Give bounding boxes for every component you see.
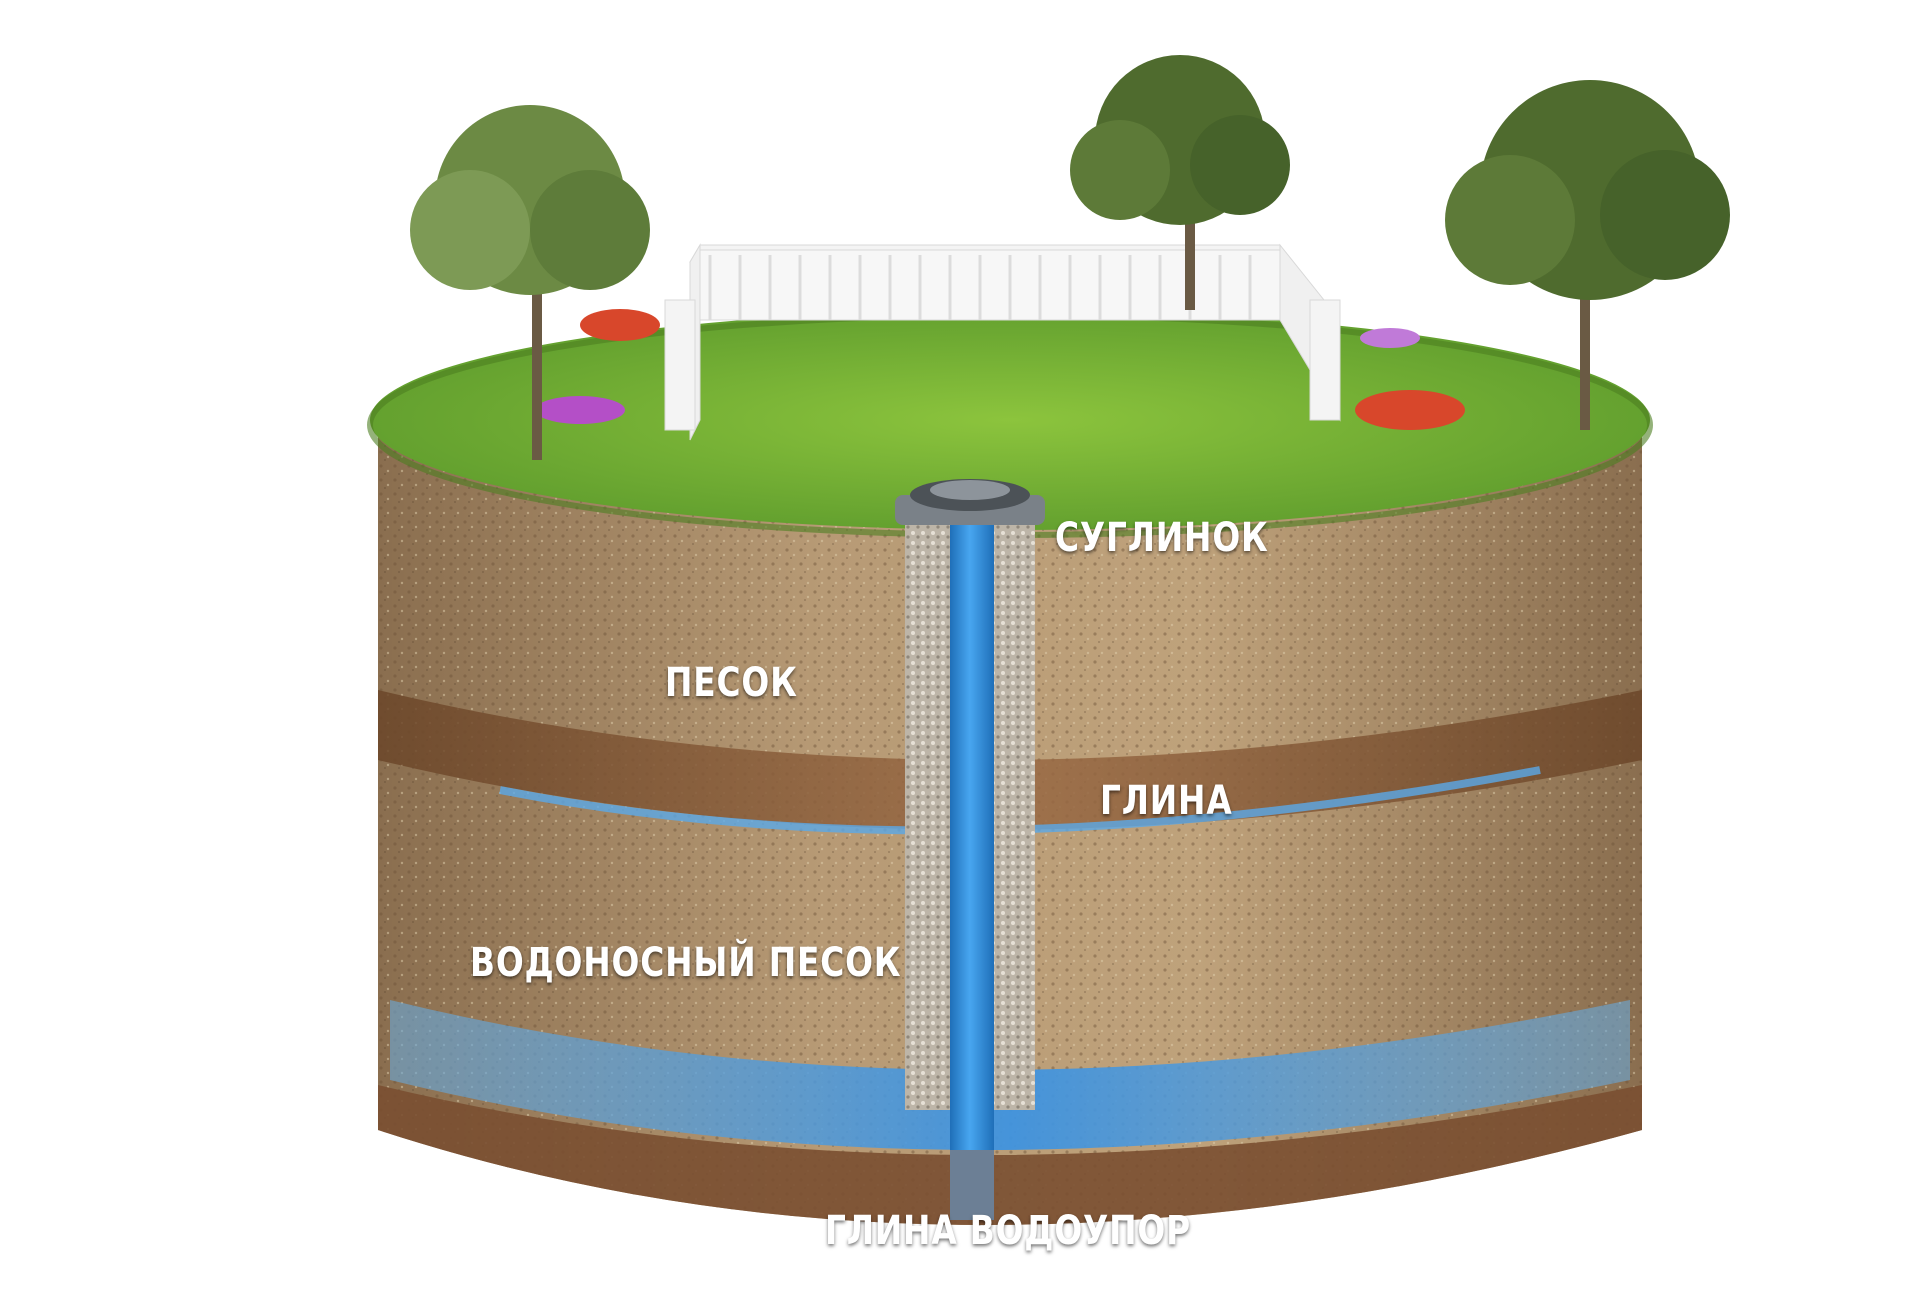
label-pesok: ПЕСОК [665, 660, 798, 706]
well-pipe [950, 520, 994, 1220]
fence-icon [664, 243, 1341, 441]
label-glina: ГЛИНА [1100, 778, 1233, 824]
tree-icon [410, 105, 650, 460]
tree-icon [1070, 55, 1290, 310]
flowers [535, 309, 1465, 430]
well-shaft [905, 520, 1035, 1220]
label-vodonosny-pesok: ВОДОНОСНЫЙ ПЕСОК [470, 940, 902, 986]
tree-icon [1445, 80, 1730, 430]
label-glina-vodoupor: ГЛИНА ВОДОУПОР [825, 1208, 1191, 1254]
label-suglinok: СУГЛИНОК [1055, 515, 1269, 561]
bottom-clay-layer [378, 1085, 1642, 1225]
well-cap-icon [895, 479, 1045, 525]
